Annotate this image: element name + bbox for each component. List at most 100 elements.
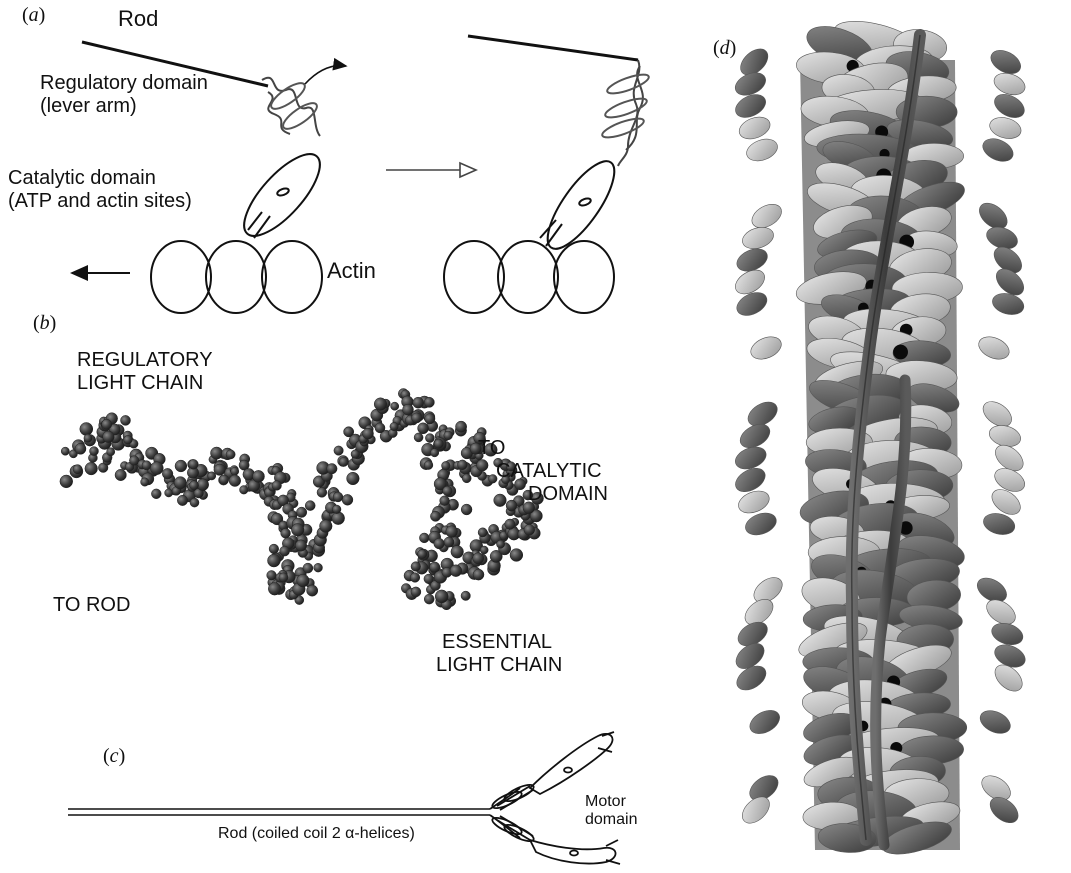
motor-domain-label: Motor domain [585,793,637,830]
atom-sphere [229,475,241,487]
myosin-head-blob [991,69,1028,98]
rod-coiled-coil-label: Rod (coiled coil 2 α-helices) [218,825,415,843]
atom-sphere [291,524,304,537]
atom-sphere [150,462,163,475]
atom-sphere [162,468,173,479]
atom-sphere [61,447,69,455]
atom-sphere [430,449,438,457]
atom-sphere [73,465,82,474]
myosin-head-blob [747,333,784,364]
atom-sphere [85,462,98,475]
atom-sphere [411,587,421,597]
motor-domain-head [530,840,616,864]
atom-sphere [281,528,291,538]
atom-sphere [253,470,265,482]
atom-sphere [413,397,424,408]
myosin-head-blob [989,620,1026,649]
atom-sphere [418,550,427,559]
essential-light-chain-label: ESSENTIAL LIGHT CHAIN [436,631,562,677]
myosin-head-blob [746,706,784,739]
atom-sphere [342,494,353,505]
pore-shadow [893,345,908,360]
atom-sphere [272,481,282,491]
atom-sphere [115,469,126,480]
atom-sphere [461,504,472,515]
myosin-head-blob [987,114,1023,142]
atom-sphere [450,565,462,577]
atom-sphere [374,398,387,411]
transition-arrow [386,163,476,177]
myosin-head-blob [977,706,1014,738]
atom-sphere [280,546,290,556]
atom-sphere [268,583,281,596]
atom-sphere [333,492,343,502]
atom-sphere [189,459,199,469]
atom-sphere [295,540,306,551]
myosin-head-blob [748,199,786,232]
myosin-head-blob [740,224,777,253]
atom-sphere [60,475,73,488]
atom-sphere [219,475,228,484]
atom-sphere [75,443,86,454]
atom-sphere [332,512,345,525]
actin-bead [262,241,322,313]
atom-sphere [124,436,133,445]
atom-sphere [418,423,429,434]
atom-sphere [297,574,310,587]
atom-sphere [434,538,445,549]
atom-sphere [142,461,151,470]
atom-sphere [190,498,199,507]
atom-sphere [267,571,277,581]
myosin-head-blob [990,290,1026,318]
atom-sphere [375,423,385,433]
atom-sphere [332,505,341,514]
atom-sphere [84,434,92,442]
atom-sphere [434,439,443,448]
atom-sphere [430,511,440,521]
atom-sphere [363,428,374,439]
atom-sphere [461,591,470,600]
atom-sphere [473,553,484,564]
atom-sphere [80,423,93,436]
atom-sphere [279,573,288,582]
atom-sphere [334,446,343,455]
atom-sphere [317,488,327,498]
atom-sphere [456,421,467,432]
atom-sphere [444,431,453,440]
atom-sphere [425,414,435,424]
atom-sphere [458,460,468,470]
atom-sphere [412,413,422,423]
atom-sphere [524,524,535,535]
atom-sphere [231,467,239,475]
actin-bead [151,241,211,313]
atom-sphere [444,537,454,547]
atom-sphere [240,486,249,495]
atom-sphere [303,563,313,573]
myosin-head-blob [744,135,781,165]
atom-sphere [497,540,505,548]
to-catalytic-domain-label: TO CATALYTIC DOMAIN [478,437,608,506]
myosin-head-blob [742,509,779,539]
atom-sphere [414,433,423,442]
atom-sphere [391,402,399,410]
motor-domain-head [530,734,613,794]
atom-sphere [411,562,421,572]
atom-sphere [480,546,488,554]
panel-a-right-state [444,36,651,313]
atom-sphere [430,562,440,572]
atom-sphere [451,546,464,559]
atom-sphere [442,461,451,470]
myosin-head-blob [736,113,773,143]
atom-sphere [90,447,99,456]
myosin-head-blob [732,443,769,473]
atom-sphere [177,495,187,505]
atom-sphere [165,489,173,497]
myosin-head-blob [979,134,1016,165]
atom-sphere [320,520,333,533]
atom-sphere [107,448,115,456]
panel-c-myosin [68,732,620,864]
atom-sphere [424,594,434,604]
regulatory-light-chain-label: REGULATORY LIGHT CHAIN [77,349,213,395]
atom-sphere [462,474,471,483]
regulatory-domain-label: Regulatory domain (lever arm) [40,72,208,118]
